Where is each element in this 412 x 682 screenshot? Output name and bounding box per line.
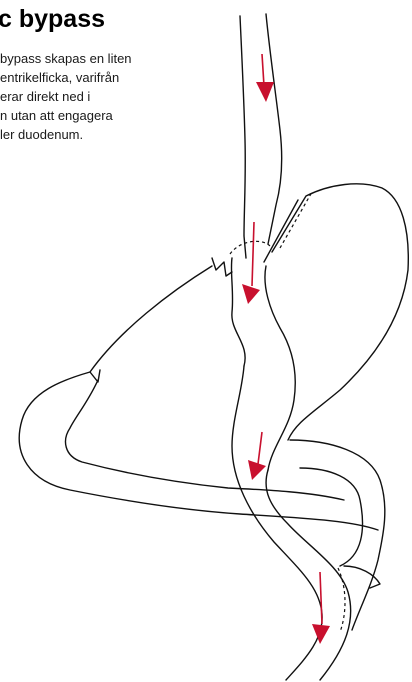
flow-arrow-3 — [248, 432, 266, 480]
flow-arrow-4-line — [320, 572, 322, 624]
flow-arrow-2-line — [252, 222, 254, 286]
flow-arrow-4 — [312, 572, 330, 644]
excluded-stomach-outer-contour — [19, 266, 378, 530]
esophagus-left-wall — [240, 16, 246, 258]
roux-limb-right-wall — [266, 470, 351, 680]
excluded-stomach — [19, 266, 385, 630]
remnant-staple-line — [280, 192, 312, 248]
jejunojejunostomy — [338, 566, 380, 632]
flow-arrow-3-line — [258, 432, 262, 464]
pouch-left-wall — [231, 258, 245, 366]
flow-arrow-2-head — [242, 284, 260, 304]
pouch-staple-line — [230, 241, 270, 254]
remnant-stomach — [264, 184, 408, 440]
pouch-fundus-cut — [212, 258, 232, 276]
roux-limb-left-wall — [232, 366, 322, 680]
flow-arrow-3-head — [248, 460, 266, 480]
excluded-stomach-notch — [90, 370, 100, 382]
biliopancreatic-limb-inner — [300, 468, 363, 566]
esophagus-right-wall — [266, 14, 282, 244]
remnant-staple-wall — [264, 200, 298, 262]
esophagus — [240, 14, 282, 258]
remnant-stomach-outline — [272, 184, 408, 440]
gastric-pouch — [212, 241, 295, 470]
flow-arrow-1-head — [256, 82, 274, 102]
flow-arrow-4-head — [312, 624, 330, 644]
flow-arrow-1-line — [262, 54, 264, 86]
